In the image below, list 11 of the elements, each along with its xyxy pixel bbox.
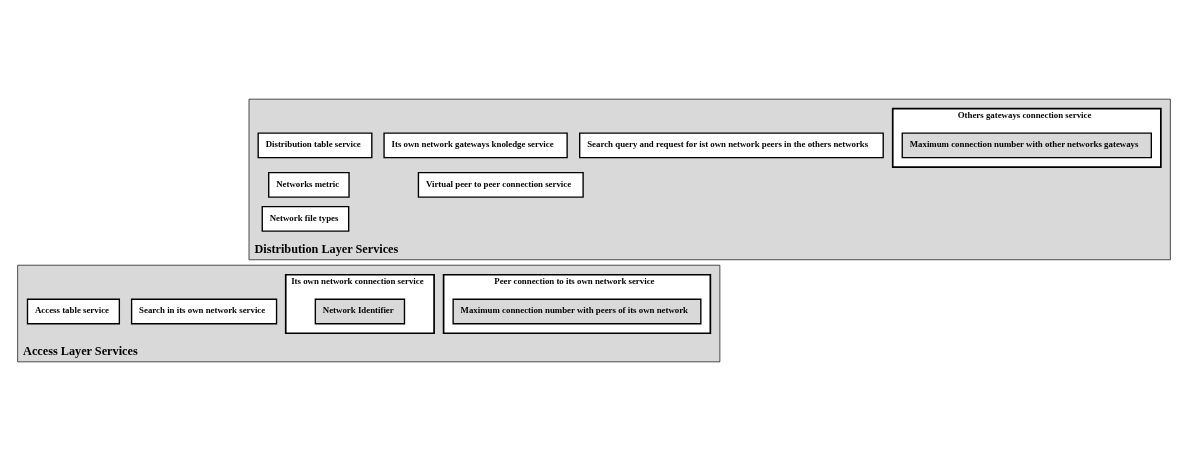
node-box: Network file types — [261, 205, 350, 232]
node-box: Search in its own network service — [130, 298, 278, 324]
node-box: Search query and request for ist own network peers in the others networks — [579, 132, 884, 158]
node-box: Virtual peer to peer connection service — [417, 171, 584, 198]
node-box: Maximum connection number with other networks gateways — [901, 132, 1152, 158]
node-box: Distribution table service — [257, 132, 373, 158]
node-box: Network Identifier — [314, 298, 406, 324]
node-box: Maximum connection number with peers of its own network — [452, 298, 702, 324]
node-box: Its own network gateways knoledge service — [383, 132, 568, 158]
node-box: Networks metric — [268, 171, 350, 198]
node-box: Access table service — [26, 298, 121, 324]
